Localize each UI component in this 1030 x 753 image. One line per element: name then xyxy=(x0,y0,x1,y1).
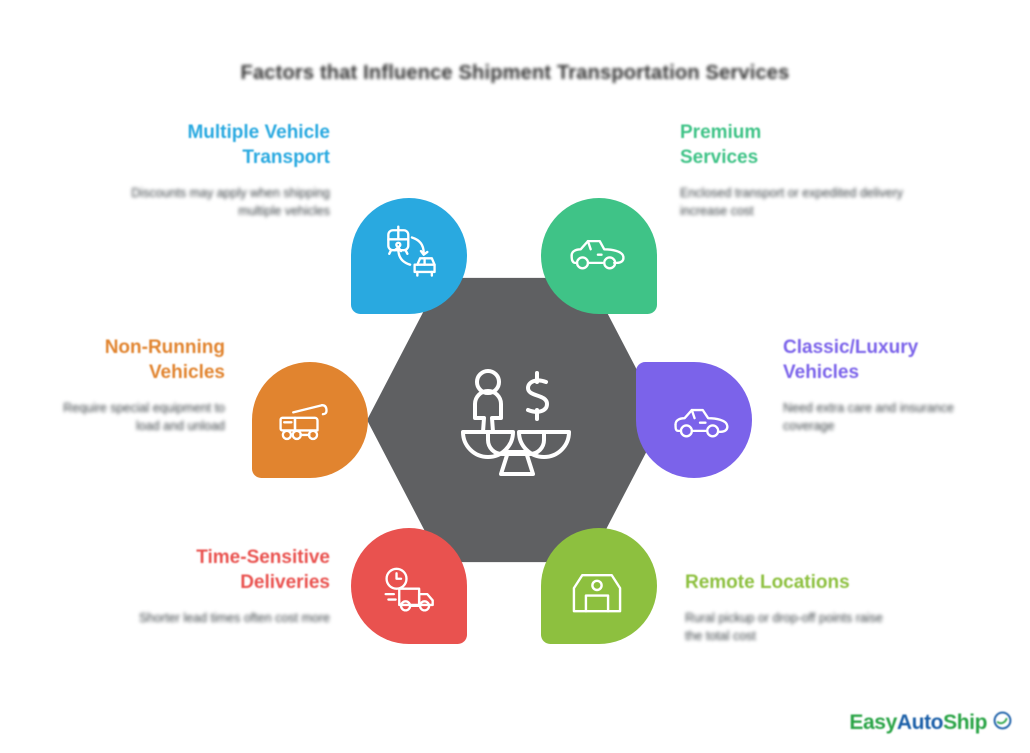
tow-truck-icon xyxy=(246,362,362,478)
callout-description: Discounts may apply when shipping multip… xyxy=(131,186,330,219)
petal-time-sensitive[interactable] xyxy=(351,528,467,644)
petal-shape xyxy=(636,362,752,478)
callout-remote-locations: Remote Locations Rural pickup or drop-of… xyxy=(685,570,900,645)
sports-car-icon xyxy=(539,194,655,310)
brand-word-auto: Auto xyxy=(896,711,944,734)
petal-non-running[interactable] xyxy=(252,362,368,478)
callout-description: Rural pickup or drop-off points raise th… xyxy=(685,611,883,644)
petal-classic-luxury[interactable] xyxy=(636,362,752,478)
balance-scale-person-dollar-icon xyxy=(455,360,575,480)
brand-logo[interactable]: EasyAutoShip xyxy=(849,711,1012,735)
barn-icon xyxy=(539,532,655,648)
callout-description: Require special equipment to load and un… xyxy=(63,401,225,434)
callout-description: Enclosed transport or expedited delivery… xyxy=(680,186,904,219)
callout-description: Shorter lead times often cost more xyxy=(138,611,330,626)
callout-description: Need extra care and insurance coverage xyxy=(783,401,954,434)
circle-swoosh-icon xyxy=(993,711,1012,735)
petal-premium-services[interactable] xyxy=(541,198,657,314)
page-title: Factors that Influence Shipment Transpor… xyxy=(240,62,790,84)
clock-delivery-truck-icon xyxy=(353,532,469,648)
callout-heading: Remote Locations xyxy=(685,572,850,593)
brand-word-easy: Easy xyxy=(849,711,897,734)
petal-remote-locations[interactable] xyxy=(541,528,657,644)
train-to-car-transfer-icon xyxy=(353,194,469,310)
convertible-car-icon xyxy=(642,362,758,478)
brand-wordmark: EasyAutoShip xyxy=(849,711,987,735)
petal-multi-vehicle[interactable] xyxy=(351,198,467,314)
brand-word-ship: Ship xyxy=(943,711,987,734)
